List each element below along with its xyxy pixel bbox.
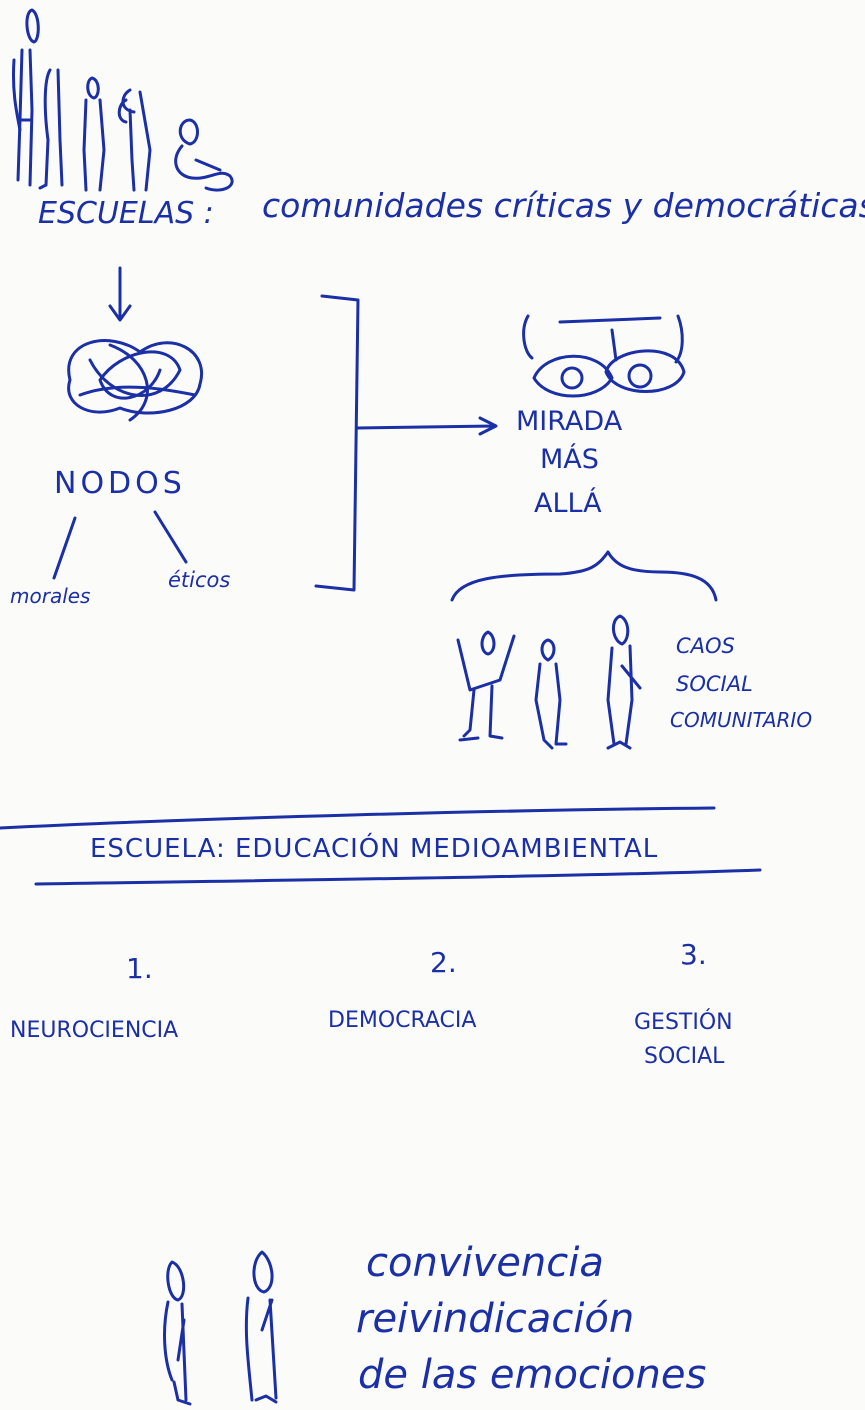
gaze-line-2: MÁS [540, 444, 599, 475]
item-1-number: 1. [126, 952, 153, 985]
nodes-title: NODOS [54, 466, 186, 501]
down-arrow [108, 266, 132, 322]
item-2-number: 2. [430, 946, 457, 979]
eyes-drawing [522, 314, 686, 398]
closing-line-2: reivindicación [356, 1296, 635, 1342]
closing-line-1: convivencia [366, 1240, 604, 1286]
social-line-1: CAOS [676, 634, 735, 658]
gaze-line-3: ALLÁ [534, 488, 602, 519]
item-3-label-line2: SOCIAL [644, 1044, 725, 1069]
item-2-label: DEMOCRACIA [328, 1008, 477, 1033]
item-3-label: GESTIÓN [634, 1010, 733, 1035]
gaze-line-1: MIRADA [516, 406, 623, 437]
heading-text: comunidades críticas y democráticas [262, 186, 865, 225]
nodes-right-label: éticos [168, 568, 231, 592]
nodes-branches [52, 510, 188, 580]
three-people-drawing [456, 614, 642, 750]
section2-heading: ESCUELA: EDUCACIÓN MEDIOAMBIENTAL [90, 834, 659, 864]
bracket-arrow [314, 294, 498, 592]
scribble-knot-drawing [67, 339, 204, 422]
heading-rules [0, 806, 762, 886]
curly-brace [450, 550, 718, 602]
heading-label: ESCUELAS : [38, 196, 214, 231]
closing-line-3: de las emociones [358, 1352, 707, 1398]
item-3-number: 3. [680, 938, 707, 971]
social-line-3: COMUNITARIO [670, 708, 813, 732]
two-people-drawing [163, 1250, 278, 1406]
nodes-left-label: morales [10, 584, 91, 608]
item-1-label: NEUROCIENCIA [10, 1018, 179, 1043]
people-group-drawing [11, 8, 234, 192]
social-line-2: SOCIAL [676, 672, 753, 696]
